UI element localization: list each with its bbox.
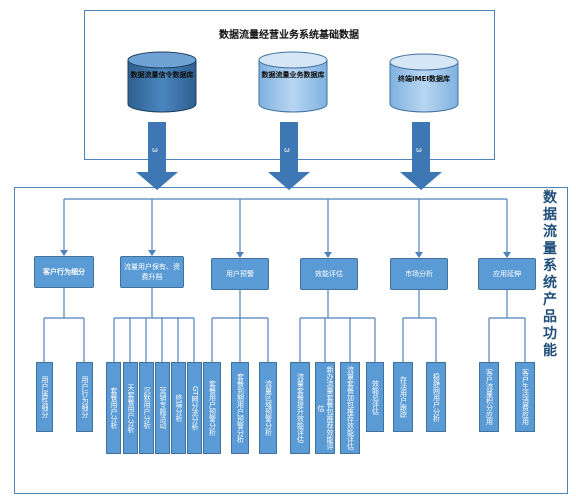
sub-addon-eval[interactable]: 流量套餐加包推荐效能评估	[340, 362, 360, 454]
database-imei: 终端IMEI数据库	[388, 52, 460, 114]
sub-points-application[interactable]: 客户流量积分应用	[479, 362, 499, 432]
database-business: 数据流量业务数据库	[257, 50, 329, 114]
arrowhead-icon	[324, 252, 332, 258]
sub-total-eval[interactable]: 效能总评估	[366, 362, 384, 432]
arrowhead-icon	[503, 252, 511, 258]
arrowhead-icon	[148, 250, 156, 256]
database-cylinder-icon	[258, 51, 328, 113]
sub-day-package[interactable]: 天套餐用户分析	[123, 362, 138, 454]
sub-new-package-eval[interactable]: 新办流量套餐包推荐效能评估	[315, 362, 335, 454]
category-market-analysis[interactable]: 市场分析	[390, 258, 448, 290]
arrowhead-icon	[60, 250, 68, 256]
sub-lifestyle-application[interactable]: 客户生活消费应用	[515, 362, 535, 432]
sub-quiet-net-users[interactable]: 稳静网用户分析	[426, 362, 446, 432]
database-label: 终端IMEI数据库	[398, 75, 450, 83]
sub-gt-offload[interactable]: GT网分流分析	[187, 362, 202, 454]
database-cylinder-icon	[127, 51, 197, 113]
sub-terminal[interactable]: 终端分析	[171, 362, 186, 454]
arrowhead-icon	[236, 252, 244, 258]
sub-user-behavior[interactable]: 用户行为细分	[76, 362, 93, 432]
arrowhead-icon	[415, 252, 423, 258]
category-application-extension[interactable]: 应用延伸	[478, 258, 536, 290]
sub-silent-users[interactable]: 沉默用户分析	[139, 362, 154, 454]
sub-region-warning[interactable]: 流量区域预警分析	[259, 362, 277, 454]
sub-expiry-warning[interactable]: 套餐到期用户预警分析	[231, 362, 249, 454]
sub-package-upgrade-eval[interactable]: 流量套餐提升效能评估	[290, 362, 310, 454]
arrow-glyph: ω	[284, 146, 290, 154]
down-arrow-icon	[400, 122, 442, 190]
category-efficiency-evaluation[interactable]: 效能评估	[300, 258, 358, 290]
down-arrow-icon	[136, 122, 178, 190]
database-signaling: 数据流量信令数据库	[126, 50, 198, 114]
sub-package-warning[interactable]: 套餐用户预警分析	[203, 362, 221, 454]
arrow-glyph: ω	[152, 146, 158, 154]
database-cylinder-icon	[389, 53, 459, 113]
category-user-warning[interactable]: 用户预警	[211, 258, 269, 290]
sub-survival-tracking[interactable]: 存活用户跟踪	[393, 362, 413, 432]
sub-marketing[interactable]: 营销专题活动	[155, 362, 170, 454]
database-label: 数据流量信令数据库	[130, 71, 194, 79]
side-title: 数据流量系统产品功能	[543, 190, 557, 359]
category-customer-behavior[interactable]: 客户行为细分	[34, 256, 94, 288]
database-label: 数据流量业务数据库	[261, 71, 325, 79]
down-arrow-icon	[268, 122, 310, 190]
category-retention[interactable]: 流量用户保有、资费升档	[120, 256, 184, 288]
data-source-title: 数据流量经营业务系统基础数据	[219, 30, 359, 41]
sub-user-attribute[interactable]: 用户属性细分	[36, 362, 53, 432]
arrow-glyph: ω	[416, 146, 422, 154]
sub-package-users[interactable]: 套餐用户分析	[106, 362, 121, 454]
